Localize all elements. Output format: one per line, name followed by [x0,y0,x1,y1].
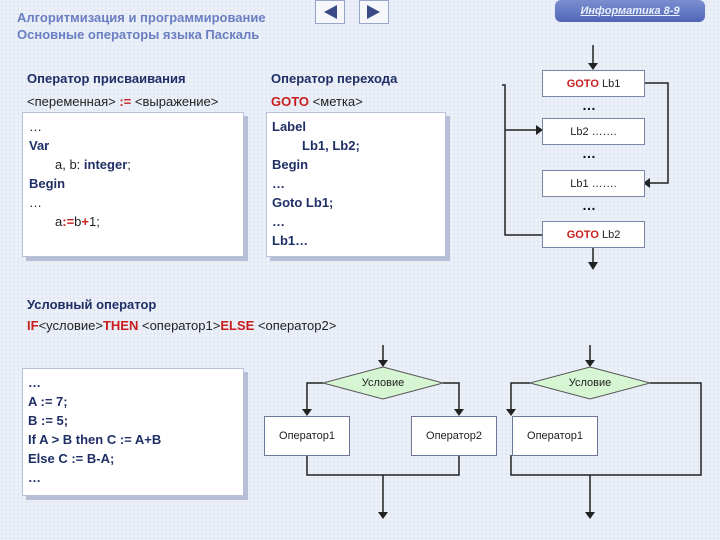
flow-goto-lb2-box: GOTO Lb2 [542,221,645,248]
code-line: … [272,214,285,229]
syntax-expr: <выражение> [134,94,219,109]
assignment-syntax: <переменная> := <выражение> [27,94,218,109]
arrow-left-icon [324,5,337,19]
flow-ellipsis: … [582,97,597,113]
code-line: a:=b+1; [55,214,100,229]
flow-lb1-box: Lb1 ……. [542,170,645,197]
next-slide-button[interactable] [359,0,389,24]
flow-ellipsis: … [582,197,597,213]
condition-1-label: Условие [361,377,405,389]
conditional-syntax: IF<условие>THEN <оператор1>ELSE <операто… [27,318,337,333]
code-line: … [28,375,41,390]
syntax-assign-op: := [119,94,132,109]
assignment-label: Оператор присваивания [27,71,186,86]
operator1-box: Оператор1 [264,416,350,456]
code-line: Begin [272,157,309,172]
flow-lb2-box: Lb2 ……. [542,118,645,145]
subject-badge-link[interactable]: Информатика 8-9 [555,0,705,22]
code-line: Var [29,138,50,153]
code-line: Lb1, Lb2; [302,138,360,153]
code-line: … [28,470,41,485]
conditional-label: Условный оператор [27,297,157,312]
condition-2-label: Условие [568,377,612,389]
conditional-code-card: … A := 7; B := 5; If A > B then C := A+B… [22,368,244,496]
code-line: Lb1… [272,233,309,248]
slide-subtitle: Основные операторы языка Паскаль [17,27,260,42]
assignment-code-card: … Var a, b: integer; Begin … a:=b+1; [22,112,244,257]
code-line: … [272,176,285,191]
code-line: Else C := B-A; [28,451,115,466]
arrow-right-icon [367,5,380,19]
syntax-goto-arg: <метка> [312,94,363,109]
slide-title: Алгоритмизация и программирование [17,10,266,25]
syntax-var: <переменная> [27,94,116,109]
code-line: If A > B then C := A+B [28,432,162,447]
goto-label: Оператор перехода [271,71,398,86]
prev-slide-button[interactable] [315,0,345,24]
flow-goto-lb1-box: GOTO Lb1 [542,70,645,97]
code-line: a, b: integer; [55,157,131,172]
code-line: Begin [29,176,66,191]
operator1-box-alt: Оператор1 [512,416,598,456]
syntax-goto-kw: GOTO [271,94,310,109]
conditional-flow-lines [302,345,702,519]
code-line: … [29,195,42,210]
code-line: Label [272,119,306,134]
goto-code-card: Label Lb1, Lb2; Begin … Goto Lb1; … Lb1… [266,112,446,257]
goto-flow-lines [502,45,669,270]
code-line: … [29,119,42,134]
operator2-box: Оператор2 [411,416,497,456]
code-line: B := 5; [28,413,69,428]
goto-syntax: GOTO <метка> [271,94,363,109]
code-line: A := 7; [28,394,68,409]
code-line: Goto Lb1; [272,195,334,210]
flow-ellipsis: … [582,145,597,161]
